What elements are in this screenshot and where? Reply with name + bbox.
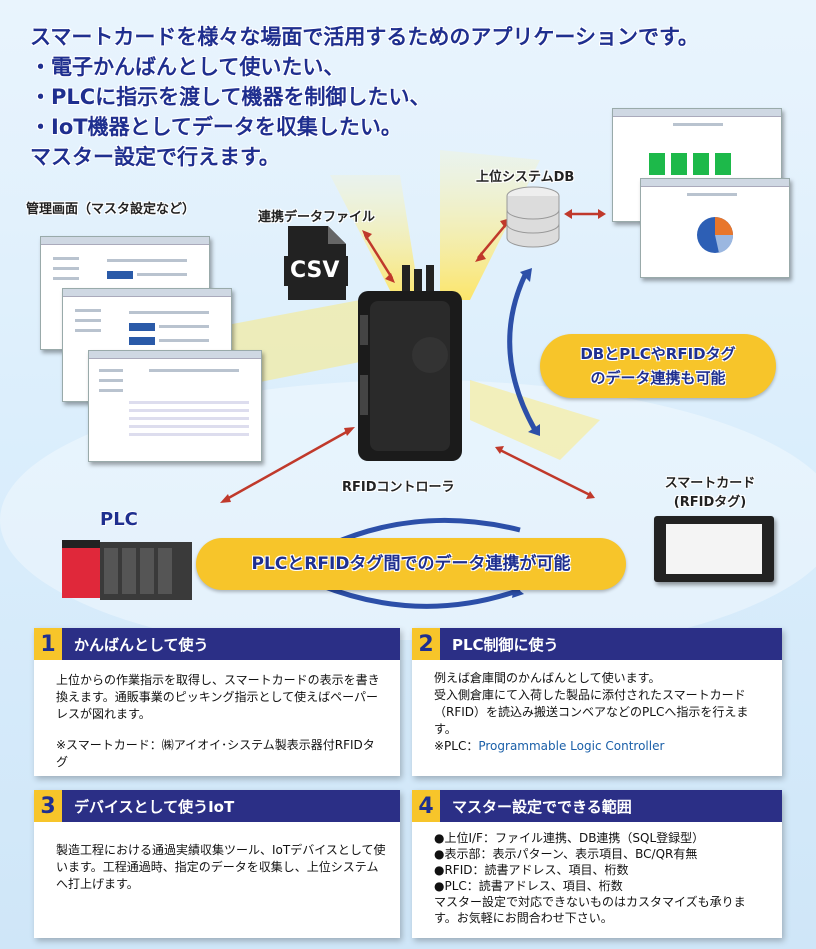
- headline-line-1: スマートカードを様々な場面で活用するためのアプリケーションです。: [30, 25, 699, 49]
- panel-number: 2: [412, 628, 440, 660]
- headline-line-2: ・電子かんばんとして使いたい、: [30, 55, 345, 79]
- plc-device: [62, 540, 192, 606]
- panel-text: ●RFID：読書アドレス、項目、桁数: [434, 863, 629, 877]
- headline-line-3: ・PLCに指示を渡して機器を制御したい、: [30, 85, 431, 109]
- csv-file-icon: CSV: [284, 224, 348, 302]
- arrow-csv: [363, 234, 394, 279]
- arrow-card: [499, 448, 591, 497]
- panel-number: 1: [34, 628, 62, 660]
- headline-line-4: ・IoT機器としてデータを収集したい。: [30, 115, 402, 139]
- panel-text: 製造工程における通過実績収集ツール、IoTデバイスとして使います。工程通過時、指…: [56, 843, 386, 891]
- panel-number: 4: [412, 790, 440, 822]
- panel-title: デバイスとして使うIoT: [74, 797, 235, 816]
- rfid-controller-device: [350, 265, 470, 469]
- plc-link-bubble: PLCとRFIDタグ間でのデータ連携が可能: [196, 538, 626, 590]
- panel-note: ※スマートカード：㈱アイオイ･システム製表示器付RFIDタグ: [56, 738, 375, 769]
- light-ray-right: [440, 150, 540, 300]
- smartcard-label: スマートカード (RFIDタグ): [650, 472, 770, 510]
- panel-number: 3: [34, 790, 62, 822]
- panel-text: 例えば倉庫間のかんばんとして使います。: [434, 671, 661, 685]
- arrow-plc: [224, 428, 351, 502]
- curved-arrow-db: [507, 273, 538, 432]
- panel-note: ※PLC：Programmable Logic Controller: [434, 739, 665, 753]
- smartcard-label-line-1: スマートカード: [664, 476, 756, 491]
- panel-plc-control: 2 PLC制御に使う 例えば倉庫間のかんばんとして使います。 受入側倉庫にて入荷し…: [412, 628, 782, 776]
- headline: スマートカードを様々な場面で活用するためのアプリケーションです。 ・電子かんばん…: [30, 22, 699, 172]
- smartcard-label-line-2: (RFIDタグ): [673, 495, 747, 510]
- curved-arrow-top: [328, 517, 521, 548]
- panel-text: ●上位I/F：ファイル連携、DB連携（SQL登録型）: [434, 831, 705, 845]
- admin-screen-3: [88, 350, 262, 462]
- panel-master-settings: 4 マスター設定でできる範囲 ●上位I/F：ファイル連携、DB連携（SQL登録型）…: [412, 790, 782, 938]
- panel-title: PLC制御に使う: [452, 635, 559, 654]
- panel-title: マスター設定でできる範囲: [452, 797, 632, 816]
- system-screen-piechart: [640, 178, 790, 278]
- arrow-db: [477, 221, 509, 259]
- panel-text: マスター設定で対応できないものはカスタマイズも承ります。お気軽にお問合わせ下さい…: [434, 895, 746, 925]
- plc-label: PLC: [100, 509, 138, 530]
- db-bubble-line-1: DBとPLCやRFIDタグ: [580, 345, 736, 363]
- db-bubble-line-2: のデータ連携も可能: [590, 369, 726, 387]
- smartcard-device: [654, 516, 774, 582]
- panel-text: 受入側倉庫にて入荷した製品に添付されたスマートカード（RFID）を読込み搬送コン…: [434, 688, 749, 736]
- db-label: 上位システムDB: [476, 170, 575, 185]
- headline-line-5: マスター設定で行えます。: [30, 145, 280, 169]
- smartcard-display: [666, 524, 762, 574]
- csv-icon-text: CSV: [290, 258, 340, 283]
- light-ray-card: [470, 380, 600, 460]
- database-icon: [504, 186, 562, 252]
- admin-screen-label: 管理画面（マスタ設定など）: [26, 202, 196, 217]
- csv-label: 連携データファイル: [258, 210, 376, 225]
- light-ray-left: [330, 175, 420, 300]
- panel-title: かんばんとして使う: [74, 635, 209, 654]
- panel-kanban: 1 かんばんとして使う 上位からの作業指示を取得し、スマートカードの表示を書き換え…: [34, 628, 400, 776]
- plc-definition: Programmable Logic Controller: [478, 739, 665, 753]
- panel-text: ●表示部：表示パターン、表示項目、BC/QR有無: [434, 847, 698, 861]
- panel-text: ●PLC：読書アドレス、項目、桁数: [434, 879, 623, 893]
- panel-text: 上位からの作業指示を取得し、スマートカードの表示を書き換えます。通販事業のピッキ…: [56, 673, 380, 721]
- panel-iot: 3 デバイスとして使うIoT 製造工程における通過実績収集ツール、IoTデバイスと…: [34, 790, 400, 938]
- controller-label: RFIDコントローラ: [342, 480, 455, 495]
- db-link-bubble: DBとPLCやRFIDタグ のデータ連携も可能: [540, 334, 776, 398]
- curved-arrow-bottom: [319, 582, 521, 609]
